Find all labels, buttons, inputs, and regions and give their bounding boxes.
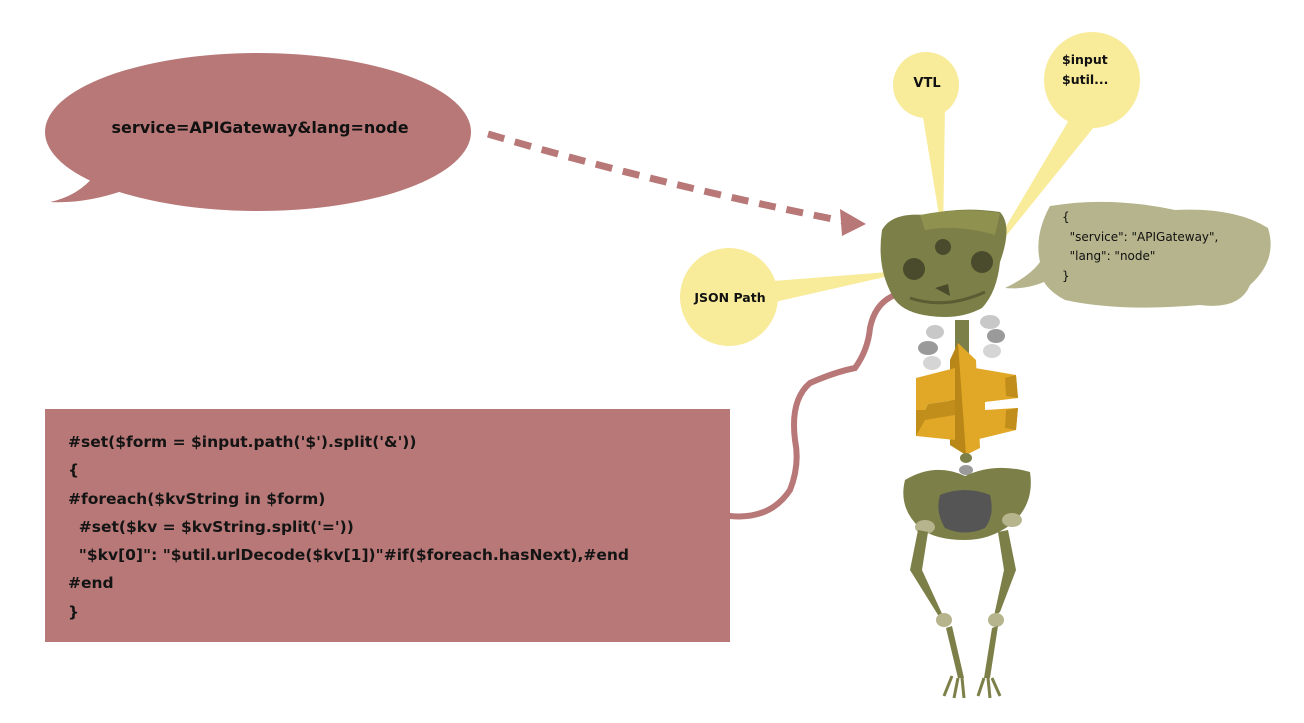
pelvis [903,468,1031,540]
left-leg [910,530,964,698]
input-util-label: $input $util... [1062,50,1108,89]
vtl-code-box: #set($form = $input.path('$').split('&')… [45,409,730,642]
right-leg [978,530,1016,698]
vtl-code: #set($form = $input.path('$').split('&')… [68,428,629,626]
input-bubble-text: service=APIGateway&lang=node [80,118,440,137]
spine [959,453,973,475]
skeleton-figure [881,210,1031,698]
output-json-text: { "service": "APIGateway", "lang": "node… [1062,208,1218,286]
vtl-label: VTL [904,76,950,91]
json-path-label: JSON Path [682,290,778,305]
skull [881,210,1007,317]
dashed-arrow [488,134,866,236]
